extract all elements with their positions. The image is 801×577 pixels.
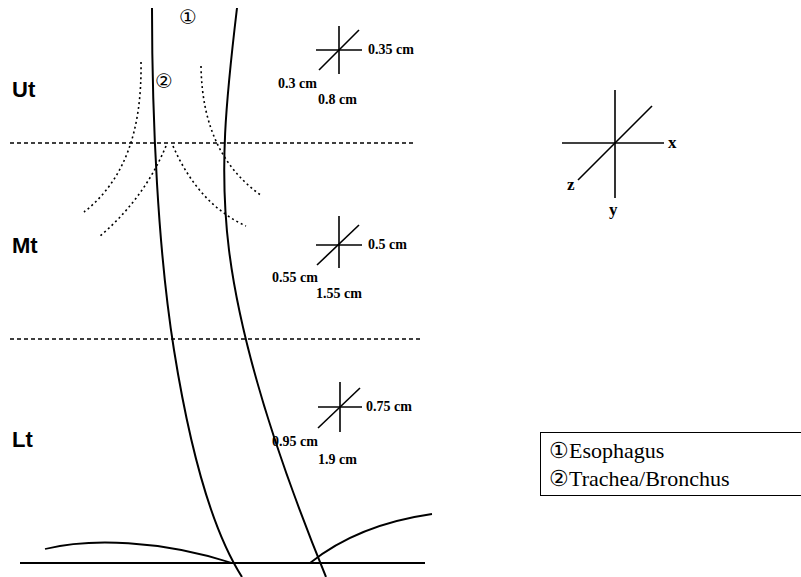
- axis-cross: [319, 30, 359, 70]
- axis-label: z: [567, 176, 575, 195]
- dimension: 0.5 cm: [368, 237, 407, 252]
- dimension: 1.55 cm: [316, 286, 362, 301]
- diaphragm: [45, 543, 232, 563]
- dimension: 0.55 cm: [272, 270, 318, 285]
- axis-cross: [317, 225, 359, 265]
- region-label: Mt: [12, 234, 38, 258]
- region-boundary: [10, 338, 420, 340]
- legend-entry: ②Trachea/Bronchus: [549, 465, 801, 493]
- callout-number: ②: [155, 70, 173, 92]
- axis-cross: [578, 106, 652, 180]
- bronchus-outline: [173, 146, 246, 226]
- dimension: 0.35 cm: [368, 42, 414, 57]
- legend-entry: ①Esophagus: [549, 437, 801, 465]
- callout-number: ①: [179, 6, 197, 28]
- axis-cross: [338, 216, 340, 268]
- region-label: Lt: [12, 428, 33, 452]
- axis-cross: [562, 142, 664, 144]
- legend-text: ②Trachea/Bronchus: [549, 466, 730, 491]
- esophagus-wall: [224, 8, 326, 577]
- dimension: 0.3 cm: [278, 76, 317, 91]
- diaphragm: [310, 514, 432, 563]
- dimension: 1.9 cm: [318, 452, 357, 467]
- dimension: 0.75 cm: [366, 399, 412, 414]
- bronchus-outline: [100, 146, 166, 236]
- dimension: 0.8 cm: [318, 92, 357, 107]
- axis-label: y: [609, 201, 618, 220]
- trachea-outline: [84, 62, 141, 212]
- axis-label: x: [668, 134, 677, 153]
- dimension: 0.95 cm: [272, 434, 318, 449]
- legend-box: ①Esophagus ②Trachea/Bronchus: [540, 432, 801, 496]
- axis-cross: [318, 388, 360, 428]
- trachea-outline: [201, 66, 262, 196]
- region-boundary: [10, 142, 415, 144]
- region-label: Ut: [12, 78, 35, 102]
- legend-text: ①Esophagus: [549, 438, 664, 463]
- baseline: [20, 562, 425, 564]
